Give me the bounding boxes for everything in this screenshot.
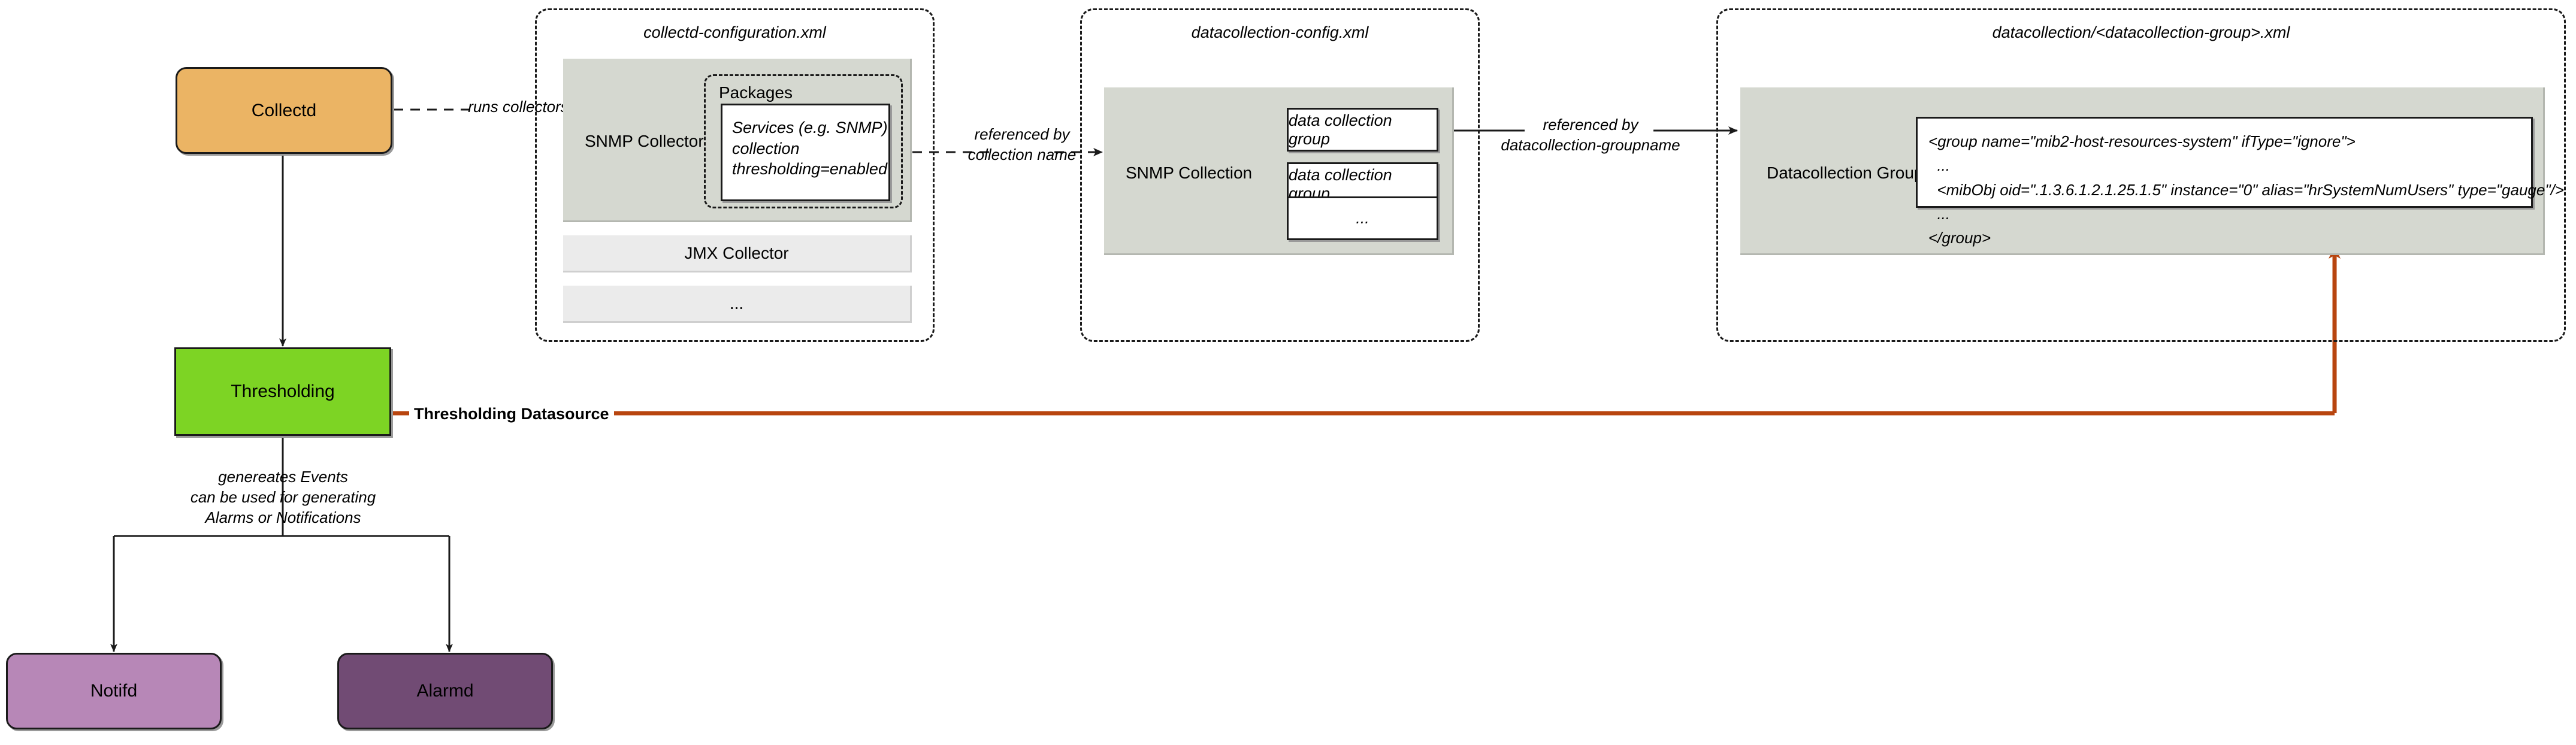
node-notifd-label: Notifd xyxy=(90,681,138,701)
panel-datacollection-config: datacollection-config.xml xyxy=(1080,8,1480,342)
snmp-collector-label: SNMP Collector xyxy=(585,132,704,150)
edge-label-thresholding-datasource: Thresholding Datasource xyxy=(409,404,614,425)
panel-collectd-configuration-title: collectd-configuration.xml xyxy=(643,23,826,41)
panel-datacollection-config-title: datacollection-config.xml xyxy=(1191,23,1369,41)
node-thresholding-label: Thresholding xyxy=(231,381,335,401)
data-collection-group-1-label: data collection group xyxy=(1289,111,1392,148)
data-collection-group-1[interactable]: data collection group xyxy=(1287,108,1438,152)
services-box[interactable]: Services (e.g. SNMP) collection threshol… xyxy=(721,104,890,201)
edge-label-referenced-by-datacollection-groupname: referenced by datacollection-groupname xyxy=(1501,116,1680,154)
datacollection-group-xml-box[interactable]: <group name="mib2-host-resources-system"… xyxy=(1916,117,2564,247)
edge-label-generates-events: genereates Events can be used for genera… xyxy=(190,468,376,526)
more-collectors-label: ... xyxy=(729,293,744,313)
datacollection-group-label: Datacollection Group xyxy=(1767,163,1924,182)
edge-label-referenced-by-collection-name: referenced by collection name xyxy=(967,125,1077,163)
node-notifd[interactable]: Notifd xyxy=(6,653,222,729)
node-collectd-label: Collectd xyxy=(251,100,317,120)
jmx-collector-label: JMX Collector xyxy=(684,243,789,262)
services-box-text: Services (e.g. SNMP) collection threshol… xyxy=(732,119,888,178)
node-collectd[interactable]: Collectd xyxy=(176,67,392,154)
panel-collectd-configuration: collectd-configuration.xml xyxy=(535,8,935,342)
datacollection-group-xml-text: <group name="mib2-host-resources-system"… xyxy=(1928,132,2564,247)
panel-datacollection-group-file-title: datacollection/<datacollection-group>.xm… xyxy=(1992,23,2290,41)
data-collection-group-3[interactable]: ... xyxy=(1287,196,1438,240)
jmx-collector-strip[interactable]: JMX Collector xyxy=(563,235,912,272)
node-alarmd[interactable]: Alarmd xyxy=(337,653,553,729)
node-thresholding[interactable]: Thresholding xyxy=(174,347,391,436)
packages-group-label: Packages xyxy=(719,83,793,102)
packages-group: Packages xyxy=(704,74,903,208)
node-alarmd-label: Alarmd xyxy=(416,681,474,701)
panel-datacollection-group-file: datacollection/<datacollection-group>.xm… xyxy=(1716,8,2566,342)
data-collection-group-3-label: ... xyxy=(1356,209,1369,227)
snmp-collection-label: SNMP Collection xyxy=(1126,163,1253,182)
more-collectors-strip[interactable]: ... xyxy=(563,286,912,323)
